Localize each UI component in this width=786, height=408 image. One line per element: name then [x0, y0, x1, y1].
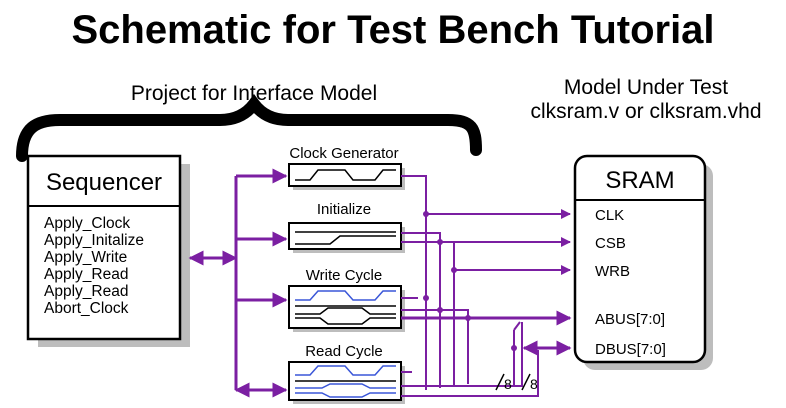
- sram-block: SRAM CLK CSB WRB ABUS[7:0] DBUS[7:0]: [573, 154, 713, 370]
- sram-port-csb: CSB: [595, 235, 626, 252]
- write-clock-waveform: [295, 290, 396, 301]
- bus-width-marks: 8 8: [495, 373, 538, 392]
- clock-generator-block: [288, 163, 405, 190]
- read-cycle-block: [288, 361, 405, 404]
- sequencer-item: Apply_Read: [44, 283, 128, 300]
- clock-generator-label: Clock Generator: [289, 145, 398, 162]
- page-title: Schematic for Test Bench Tutorial: [71, 8, 714, 52]
- sram-port-abus: ABUS[7:0]: [595, 311, 665, 328]
- sequencer-item: Apply_Read: [44, 266, 128, 283]
- interface-brace: [16, 94, 482, 162]
- write-cycle-label: Write Cycle: [306, 267, 382, 284]
- abus-width-label: 8: [504, 376, 512, 392]
- sequencer-item: Apply_Initalize: [44, 232, 144, 249]
- sequencer-item: Apply_Clock: [44, 215, 130, 232]
- read-clock-waveform: [295, 365, 396, 376]
- sequencer-block: Sequencer Apply_Clock Apply_Initalize Ap…: [26, 154, 190, 347]
- sequencer-title: Sequencer: [46, 169, 162, 196]
- sram-port-clk: CLK: [595, 207, 624, 224]
- sequencer-item: Apply_Write: [44, 249, 127, 266]
- write-cycle-block: [288, 285, 405, 332]
- interface-project-heading: Project for Interface Model: [131, 82, 377, 105]
- write-data-waveform: [295, 317, 396, 325]
- read-data-waveform: [295, 392, 396, 398]
- sequencer-box: [26, 154, 182, 341]
- junction-dots: [423, 211, 517, 351]
- initialize-block: [288, 222, 405, 253]
- sram-box: [573, 154, 707, 364]
- read-cycle-label: Read Cycle: [305, 343, 383, 360]
- initialize-waveform: [295, 235, 396, 245]
- sequencer-bus-connector: [188, 168, 288, 398]
- sequencer-item: Abort_Clock: [44, 300, 129, 317]
- mut-heading-line2: clksram.v or clksram.vhd: [530, 100, 761, 123]
- sram-title: SRAM: [605, 167, 674, 194]
- mut-heading-line1: Model Under Test: [564, 76, 728, 99]
- sram-port-dbus: DBUS[7:0]: [595, 341, 666, 358]
- dbus-width-label: 8: [530, 376, 538, 392]
- sram-port-wrb: WRB: [595, 263, 630, 280]
- signal-wiring: [401, 175, 572, 397]
- initialize-label: Initialize: [317, 201, 371, 218]
- clock-waveform: [295, 169, 396, 181]
